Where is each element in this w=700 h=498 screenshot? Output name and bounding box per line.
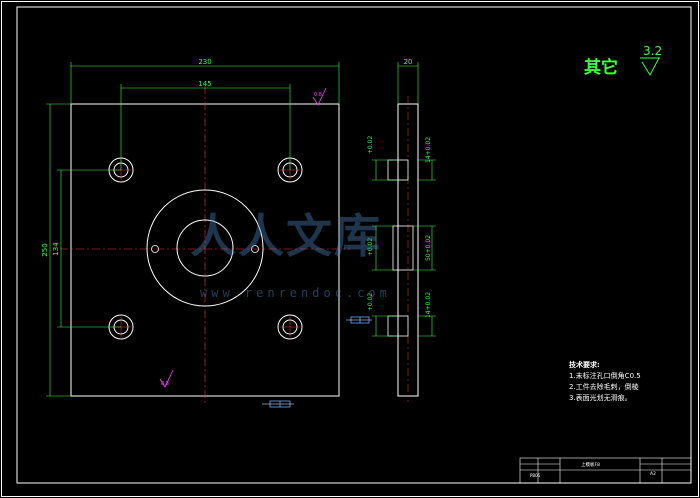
sheet-size: A2 [650,472,656,477]
dim-side-tol-5: +0.02 [367,293,374,312]
counterbored-hole [277,314,303,340]
roughness-mark: 0.8 [312,87,327,106]
dim-height-overall: 250 [41,243,49,256]
dim-side-tol-2: 14+0.02 [425,137,432,163]
front-view: 230 145 250 134 0.8 0.8 [41,58,350,408]
note-item: 3.表面光划无滑痕。 [569,394,632,402]
dim-side-tol-4: 50+0.02 [425,235,432,261]
side-section-marker [346,316,372,324]
roughness-mark: 0.8 [159,369,174,388]
drawing-code: PB05 [530,473,541,478]
boss-inner-circle [176,219,234,277]
dim-side-tol-3: +0.02 [367,238,374,257]
dim-hole-spacing-x: 145 [198,80,211,88]
svg-text:0.8: 0.8 [314,92,322,98]
boss-outer-circle [146,189,264,307]
dimension-lines [46,62,340,397]
pin-hole-right [251,245,259,253]
inner-frame [16,6,692,484]
title-block [519,457,692,484]
side-view: 20 +0.02 14+0.02 +0.02 50+0.02 +0.02 14+… [346,58,436,402]
side-dimension-lines [372,62,436,337]
dim-width-overall: 230 [198,58,211,66]
watermark-url: www.renrendoc.com [200,286,391,300]
note-item: 1.未标注孔口倒角C0.5 [569,372,641,380]
watermark-logo: 人人文库 [190,209,382,263]
part-name: 上模板F8 [581,463,600,468]
dim-hole-spacing-y: 134 [52,242,60,256]
finish-symbol-icon [640,57,660,77]
dim-side-tol-6: 14+0.02 [425,292,432,318]
side-pockets [387,159,414,337]
section-marker [262,400,294,408]
svg-text:0.8: 0.8 [161,381,169,387]
note-item: 2.工件去除毛刺，倒棱 [569,383,639,391]
pin-hole-left [151,245,159,253]
finish-roughness-value: 3.2 [643,44,663,58]
dim-side-tol-1: +0.02 [367,136,374,155]
notes-title: 技术要求: [569,361,600,369]
finish-label: 其它 [584,58,618,78]
technical-notes: 技术要求: 1.未标注孔口倒角C0.5 2.工件去除毛刺，倒棱 3.表面光划无滑… [569,360,641,404]
dim-thickness: 20 [404,58,413,66]
